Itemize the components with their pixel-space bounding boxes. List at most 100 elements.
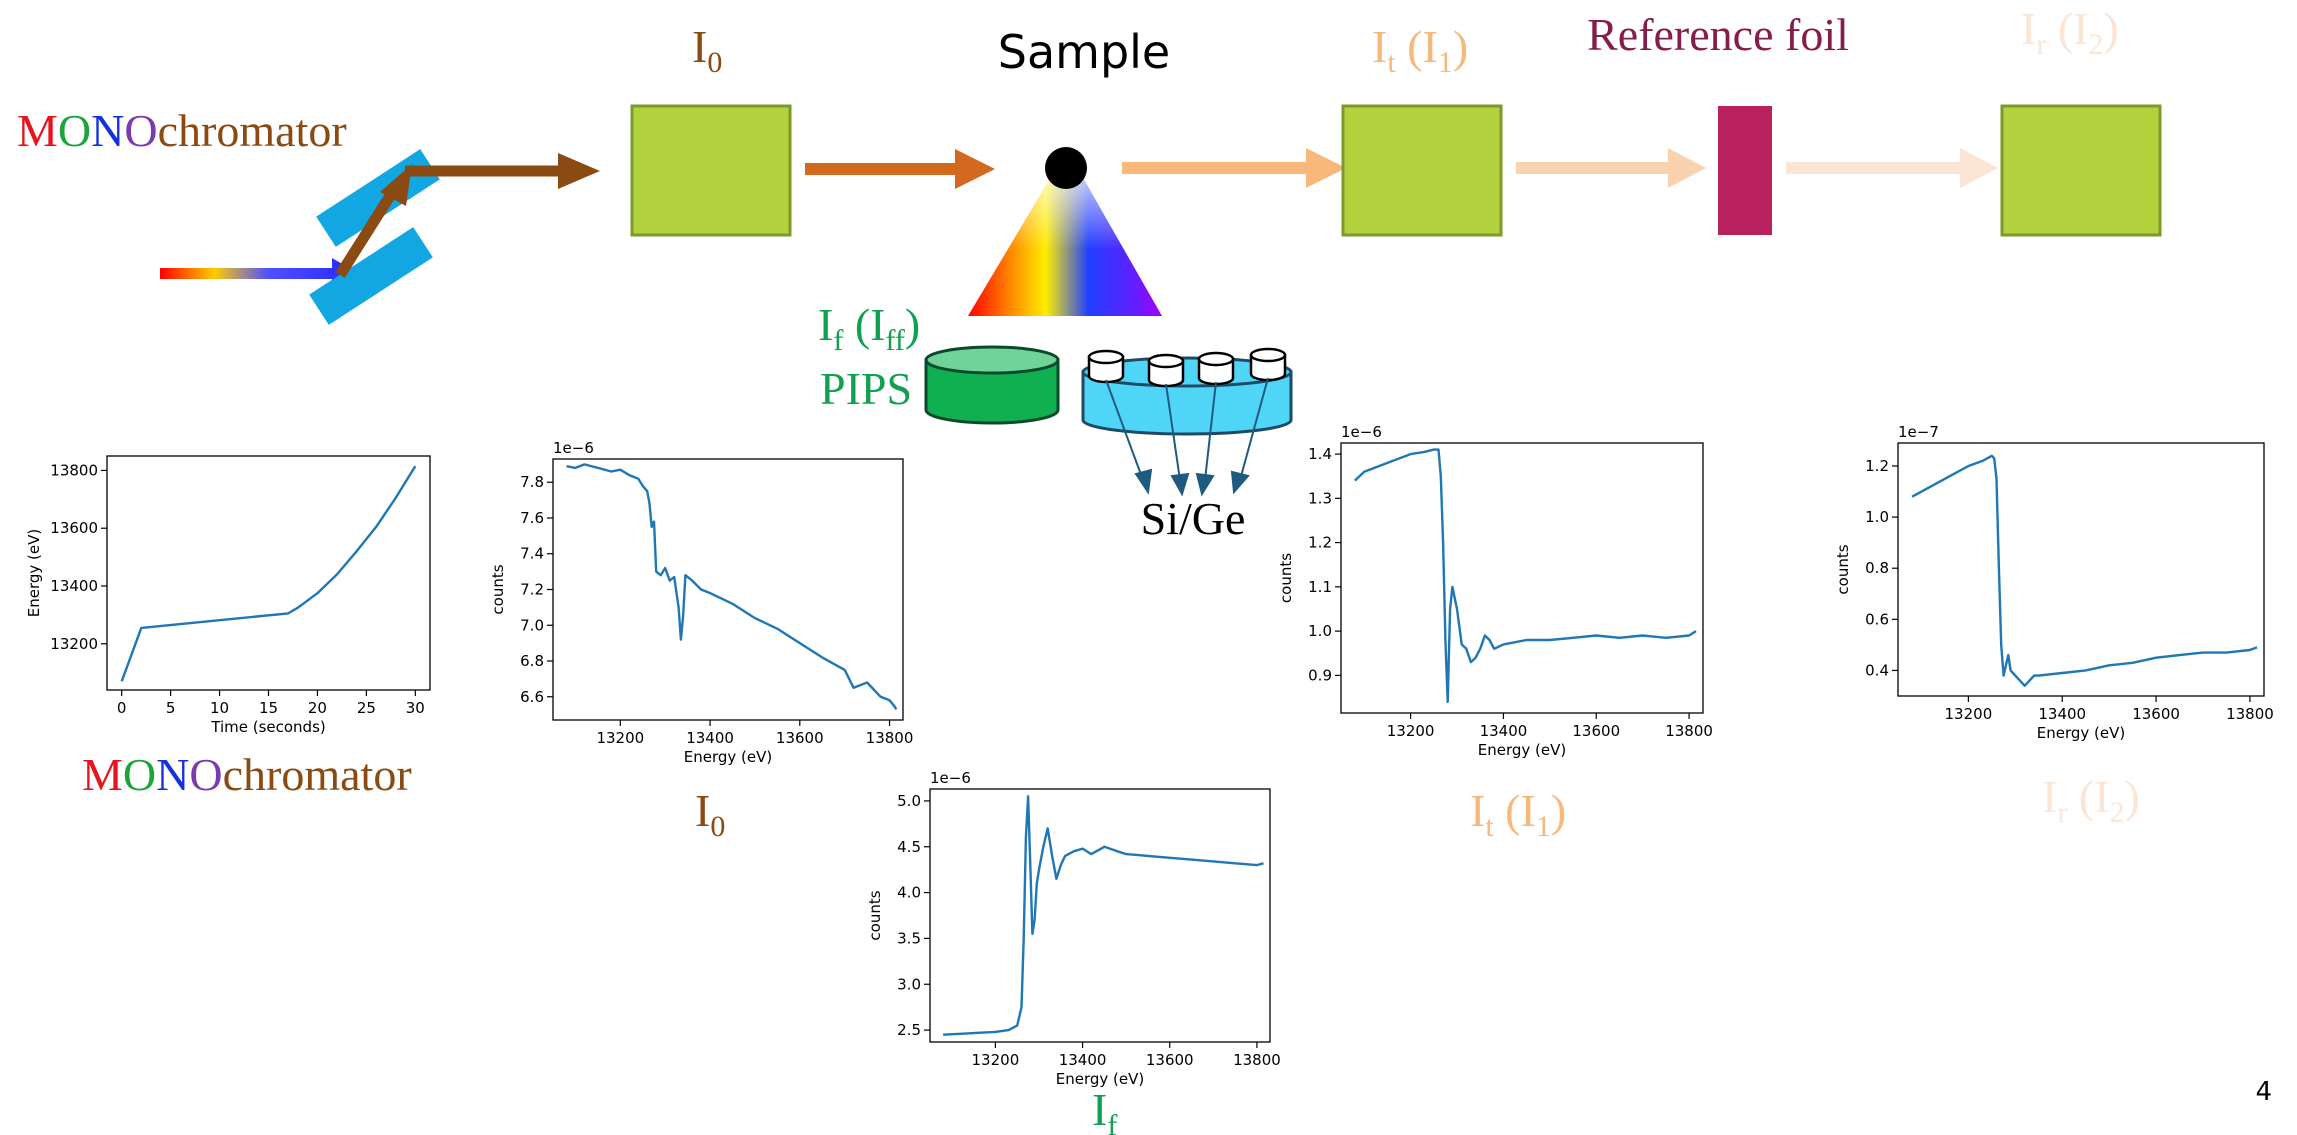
- monochromator-label-bottom: MONOchromator: [82, 749, 412, 800]
- y-tick-label: 1.3: [1308, 489, 1332, 507]
- plot-frame: [929, 788, 1271, 1043]
- y-tick-label: 4.5: [897, 838, 921, 856]
- ir-top-paren-open: (I: [2046, 3, 2088, 54]
- x-tick-label: 13600: [2132, 705, 2180, 723]
- plot-frame: [106, 455, 431, 691]
- x-axis-label: Energy (eV): [2037, 724, 2125, 742]
- x-tick-label: 13200: [1387, 722, 1435, 740]
- beam-arrow-sample-it: [1122, 148, 1346, 188]
- y-axis-label: counts: [1277, 553, 1295, 603]
- y-axis-label: counts: [489, 564, 507, 614]
- x-tick-label: 13800: [1665, 722, 1713, 740]
- mono-bottom-letter-m: M: [82, 749, 123, 800]
- x-tick-label: 10: [210, 699, 229, 717]
- x-tick-label: 20: [308, 699, 327, 717]
- sige-detector-icon: [1081, 347, 1293, 497]
- reference-foil-label: Reference foil: [1587, 9, 1849, 60]
- y-axis-label: Energy (eV): [25, 529, 43, 617]
- ir-bottom-paren-close: ): [2124, 771, 2139, 822]
- y-tick-label: 1.0: [1308, 622, 1332, 640]
- offset-text: 1e−6: [553, 439, 594, 457]
- if-top-paren-close: ): [905, 299, 920, 350]
- series-line: [566, 463, 898, 710]
- y-tick-label: 5.0: [897, 792, 921, 810]
- x-axis-label: Energy (eV): [684, 748, 772, 766]
- it-label-top: It (I1): [1372, 21, 1468, 79]
- x-tick-label: 5: [166, 699, 176, 717]
- ir-bottom-sub: r: [2057, 796, 2067, 829]
- ir-top-paren-sub: 2: [2088, 28, 2103, 61]
- y-tick-label: 6.6: [520, 688, 544, 706]
- x-tick-label: 13800: [2226, 705, 2274, 723]
- it-top-sub: t: [1387, 46, 1396, 79]
- y-tick-label: 1.2: [1865, 457, 1889, 475]
- y-tick-label: 1.0: [1865, 508, 1889, 526]
- if-bottom-sub: f: [1107, 1109, 1117, 1135]
- mono-bottom-letter-rest: chromator: [223, 749, 412, 800]
- y-tick-label: 2.5: [897, 1021, 921, 1039]
- monochromator-label-top: MONOchromator: [17, 105, 347, 156]
- y-axis-label: counts: [1834, 544, 1852, 594]
- beam-arrow-i0-sample: [805, 149, 995, 189]
- detector-icon-ir: [2000, 104, 2162, 237]
- series-line: [1911, 454, 2258, 687]
- ir-top-sub: r: [2036, 28, 2046, 61]
- series-line: [943, 795, 1264, 1036]
- x-tick-label: 30: [406, 699, 425, 717]
- ir-bottom-paren-sub: 2: [2109, 796, 2124, 829]
- plot-frame: [1897, 442, 2265, 697]
- y-tick-label: 7.2: [520, 581, 544, 599]
- mono-letter-m: M: [17, 105, 58, 156]
- y-tick-label: 6.8: [520, 652, 544, 670]
- if-label-top: If (Iff): [818, 299, 920, 357]
- pips-detector-icon: [924, 345, 1060, 425]
- x-tick-label: 13800: [1233, 1051, 1281, 1069]
- y-tick-label: 1.4: [1308, 445, 1332, 463]
- y-tick-label: 13200: [50, 635, 98, 653]
- mono-bottom-letter-n: N: [156, 749, 189, 800]
- x-tick-label: 13800: [866, 729, 914, 747]
- x-axis-label: Energy (eV): [1478, 741, 1566, 759]
- y-tick-label: 7.0: [520, 616, 544, 634]
- offset-text: 1e−6: [930, 769, 971, 787]
- sample-label: Sample: [998, 25, 1170, 79]
- x-tick-label: 15: [259, 699, 278, 717]
- mono-letter-o2: O: [124, 105, 157, 156]
- x-tick-label: 13400: [1059, 1051, 1107, 1069]
- ir-bottom-paren-open: (I: [2067, 771, 2109, 822]
- it-bottom-paren-sub: 1: [1536, 810, 1551, 843]
- plot-frame: [1340, 442, 1704, 714]
- ir-label-top: Ir (I2): [2021, 3, 2119, 61]
- if-top-main: I: [818, 299, 833, 350]
- y-tick-label: 1.1: [1308, 578, 1332, 596]
- if-top-paren-open: (I: [843, 299, 885, 350]
- y-tick-label: 7.6: [520, 509, 544, 527]
- mono-bottom-letter-o1: O: [123, 749, 156, 800]
- x-tick-label: 13600: [1146, 1051, 1194, 1069]
- x-tick-label: 25: [357, 699, 376, 717]
- y-tick-label: 7.8: [520, 473, 544, 491]
- sige-label: Si/Ge: [1141, 493, 1246, 544]
- x-tick-label: 13600: [776, 729, 824, 747]
- i0-label-bottom: I0: [695, 785, 725, 843]
- x-tick-label: 13200: [596, 729, 644, 747]
- if-top-paren-sub: ff: [885, 324, 904, 357]
- i0-top-main: I: [692, 21, 707, 72]
- y-tick-label: 1.2: [1308, 534, 1332, 552]
- y-tick-label: 4.0: [897, 884, 921, 902]
- page-number: 4: [2255, 1077, 2272, 1107]
- mono-letter-n: N: [91, 105, 124, 156]
- it-bottom-paren-close: ): [1551, 785, 1566, 836]
- y-tick-label: 3.5: [897, 929, 921, 947]
- x-tick-label: 13200: [972, 1051, 1020, 1069]
- i0-bottom-sub: 0: [710, 810, 725, 843]
- x-tick-label: 13400: [2038, 705, 2086, 723]
- if-top-sub: f: [833, 324, 843, 357]
- x-tick-label: 13600: [1572, 722, 1620, 740]
- it-label-bottom: It (I1): [1470, 785, 1566, 843]
